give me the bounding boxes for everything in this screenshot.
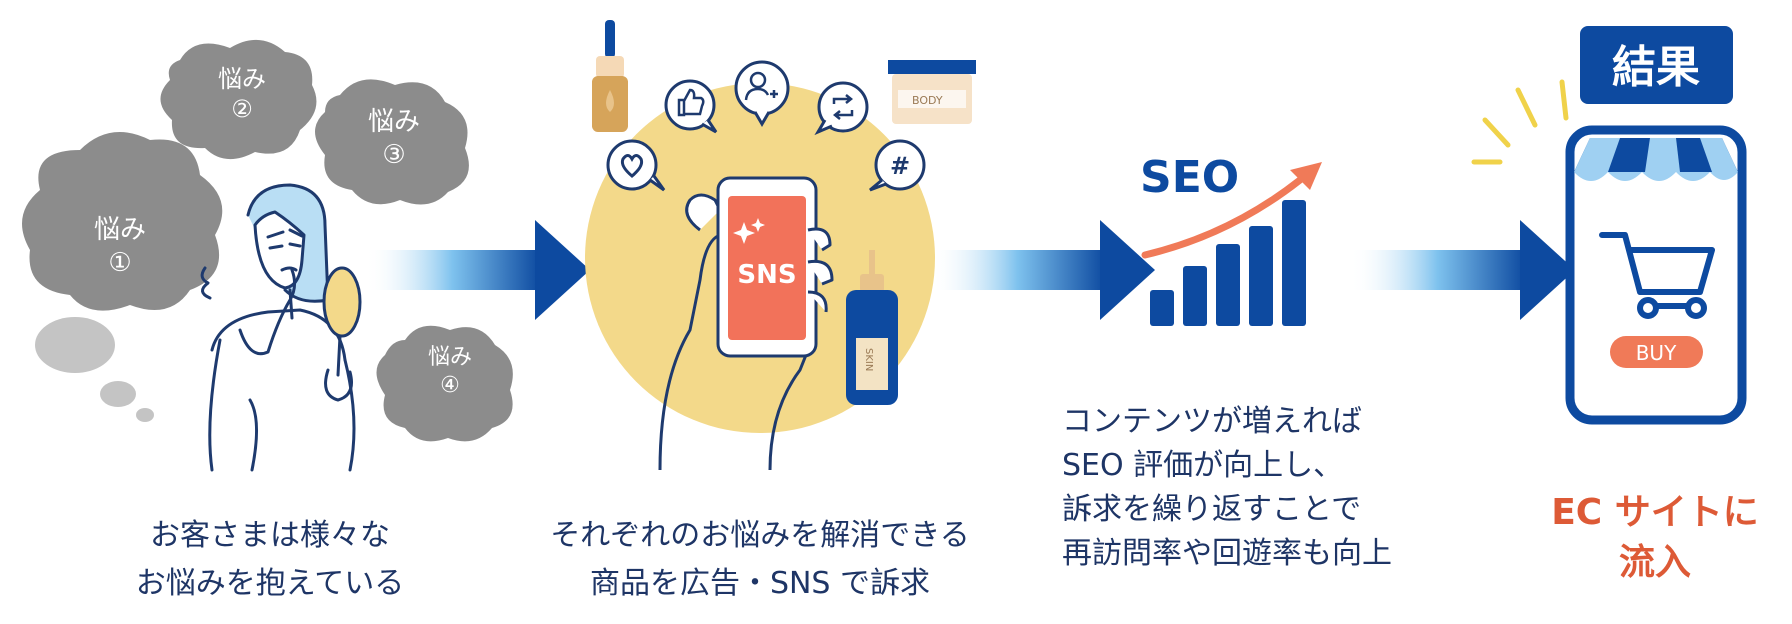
step3-caption-line4: 再訪問率や回遊率も向上 [1062, 536, 1392, 571]
step3-caption-line1: コンテンツが増えれば [1062, 404, 1362, 439]
step1-caption-line1: お客さまは様々な [150, 518, 390, 553]
worried-woman-illustration [200, 183, 362, 472]
worry-cloud-3 [315, 79, 469, 205]
step3-caption: コンテンツが増えれば SEO 評価が向上し、 訴求を繰り返すことで 再訪問率や回… [1062, 400, 1422, 576]
skin-bottle [846, 250, 898, 405]
step1-caption-line2: お悩みを抱えている [135, 566, 405, 601]
step1-caption: お客さまは様々な お悩みを抱えている [100, 512, 440, 608]
bottle-label: SKIN [863, 348, 874, 371]
step2-caption-line1: それぞれのお悩みを解消できる [550, 518, 970, 553]
buy-button-label: BUY [1636, 341, 1677, 365]
flow-arrow-3 [1350, 220, 1575, 320]
step2-caption-line2: 商品を広告・SNS で訴求 [589, 566, 931, 601]
worry-cloud-4 [376, 325, 513, 442]
seo-bar-2 [1183, 266, 1207, 326]
seo-bar-5 [1282, 200, 1306, 326]
worry-3-text: 悩み [367, 107, 420, 137]
sparkle-icon [733, 218, 765, 244]
thumbs-up-icon [664, 79, 718, 134]
hashtag-icon [869, 139, 926, 192]
add-user-icon [734, 60, 790, 127]
buy-button [1610, 336, 1703, 368]
phone-in-hand [658, 176, 834, 471]
worry-cloud-2 [160, 39, 317, 160]
hashtag-glyph: # [890, 152, 910, 180]
repost-icon [814, 81, 869, 136]
flow-arrow-2 [930, 220, 1155, 320]
seo-growth-arrow [1141, 162, 1322, 259]
seo-bar-1 [1150, 290, 1174, 326]
jar-label: BODY [912, 94, 943, 107]
shine-lines [1471, 79, 1569, 165]
worry-3-number: ③ [382, 139, 406, 170]
shop-awning [1574, 138, 1738, 181]
worry-clouds [22, 39, 513, 442]
worry-2-number: ② [231, 95, 253, 123]
seo-title: SEO [1140, 152, 1239, 203]
worry-1-text: 悩み [93, 215, 146, 245]
result-badge-label: 結果 [1612, 42, 1700, 93]
worry-4-text: 悩み [427, 345, 472, 370]
heart-icon [606, 139, 666, 192]
worry-cloud-2-label: 悩み ② [192, 64, 292, 124]
serum-bottle [592, 20, 628, 132]
thought-bubble-large [35, 317, 115, 373]
step3-caption-line2: SEO 評価が向上し、 [1062, 448, 1344, 483]
worry-4-number: ④ [440, 372, 460, 398]
worry-cloud-1-label: 悩み ① [70, 214, 170, 279]
phone-sns-label: SNS [737, 260, 796, 290]
step3-caption-line3: 訴求を繰り返すことで [1062, 492, 1362, 527]
thought-bubble-small [136, 408, 154, 422]
step4-result-line1: EC サイトに [1551, 492, 1759, 533]
worry-cloud-1 [22, 132, 223, 311]
thought-bubble-medium [100, 381, 136, 407]
seo-bar-3 [1216, 244, 1240, 326]
step2-caption: それぞれのお悩みを解消できる 商品を広告・SNS で訴求 [520, 512, 1000, 608]
flow-arrow-1 [365, 220, 590, 320]
body-cream-jar [888, 60, 976, 124]
worry-cloud-4-label: 悩み ④ [400, 344, 500, 399]
shopping-cart-icon [1599, 232, 1715, 319]
shop-phone-illustration [1565, 125, 1747, 425]
worry-1-number: ① [108, 247, 132, 278]
worry-cloud-3-label: 悩み ③ [344, 106, 444, 171]
seo-bar-chart [1150, 200, 1306, 326]
result-badge [1580, 26, 1733, 104]
worry-2-text: 悩み [218, 65, 266, 93]
step4-result-line2: 流入 [1618, 542, 1691, 583]
step4-result: EC サイトに 流入 [1500, 488, 1792, 588]
seo-bar-4 [1249, 226, 1273, 326]
